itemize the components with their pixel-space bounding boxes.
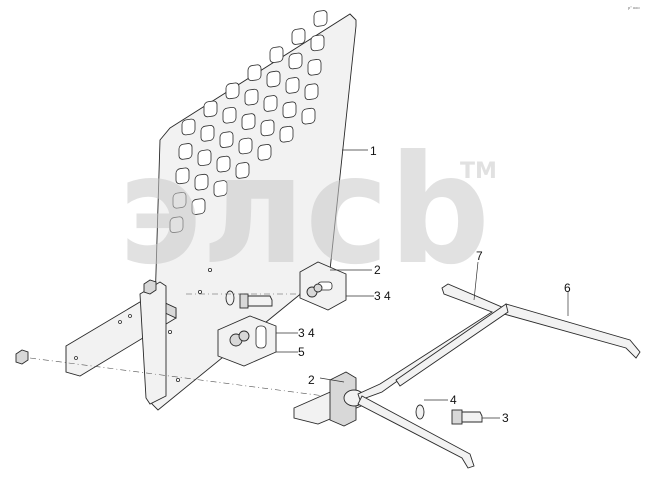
panel-slot <box>225 82 240 100</box>
bolt-upper <box>225 290 273 309</box>
watermark-tm: TM <box>460 159 497 184</box>
callout-3: 3 <box>502 411 509 425</box>
callout-5: 5 <box>298 345 305 359</box>
panel-slot <box>310 34 325 52</box>
bolt-lower <box>451 409 483 425</box>
panel-slot <box>307 59 322 76</box>
panel-slot <box>266 70 281 88</box>
panel-slot <box>191 198 206 215</box>
panel-slot <box>200 125 215 142</box>
panel-slot <box>175 167 190 185</box>
panel-slot <box>178 143 193 160</box>
watermark: элсb TM <box>118 124 497 298</box>
panel-slot <box>260 119 275 137</box>
panel-slot <box>269 46 284 63</box>
panel-slot <box>257 144 272 161</box>
callout-7: 7 <box>476 249 483 263</box>
watermark-text: элсb <box>118 124 490 298</box>
hex-nut-rail <box>143 279 157 295</box>
callout-2-lower: 2 <box>308 373 315 387</box>
panel-slot <box>241 113 256 130</box>
callout-3-4-lower: 3 4 <box>298 326 315 340</box>
panel-slot <box>282 101 297 119</box>
panel-slot <box>288 52 303 70</box>
panel-slot <box>216 155 231 173</box>
panel-slot <box>235 162 250 179</box>
panel-slot <box>219 131 234 148</box>
long-bent-rod <box>395 303 641 387</box>
panel-slot <box>313 10 328 27</box>
panel-slot <box>213 180 228 197</box>
panel-slot <box>304 83 319 101</box>
callout-1: 1 <box>370 144 377 158</box>
perforated-panel <box>151 10 357 411</box>
panel-slot <box>263 95 278 112</box>
panel-slot <box>169 216 184 233</box>
panel-slot <box>181 118 196 136</box>
washer-lower <box>415 404 425 420</box>
hex-nut-left <box>15 349 29 365</box>
callout-6: 6 <box>564 281 571 295</box>
panel-slot <box>244 88 259 106</box>
panel-slot <box>238 137 253 155</box>
panel-slot <box>291 28 306 45</box>
panel-slot <box>222 106 237 124</box>
panel-slot-grid <box>169 10 328 233</box>
bracket-plate-upper <box>299 261 347 311</box>
corner-mark: p° ooo <box>628 5 640 10</box>
panel-slot <box>172 191 187 209</box>
left-mounting-rail <box>65 281 177 405</box>
callout-3-4-upper: 3 4 <box>374 289 391 303</box>
clamp-plate <box>217 315 277 367</box>
panel-slot <box>279 125 294 143</box>
hinge-bracket-lower <box>293 371 367 427</box>
panel-slot <box>301 107 316 125</box>
panel-slot <box>203 100 218 118</box>
panel-slot <box>285 77 300 94</box>
panel-slot <box>247 64 262 82</box>
callout-2-upper: 2 <box>374 263 381 277</box>
panel-slot <box>194 173 209 191</box>
callout-4: 4 <box>450 393 457 407</box>
bent-rod <box>357 283 505 469</box>
panel-slot <box>197 149 212 167</box>
